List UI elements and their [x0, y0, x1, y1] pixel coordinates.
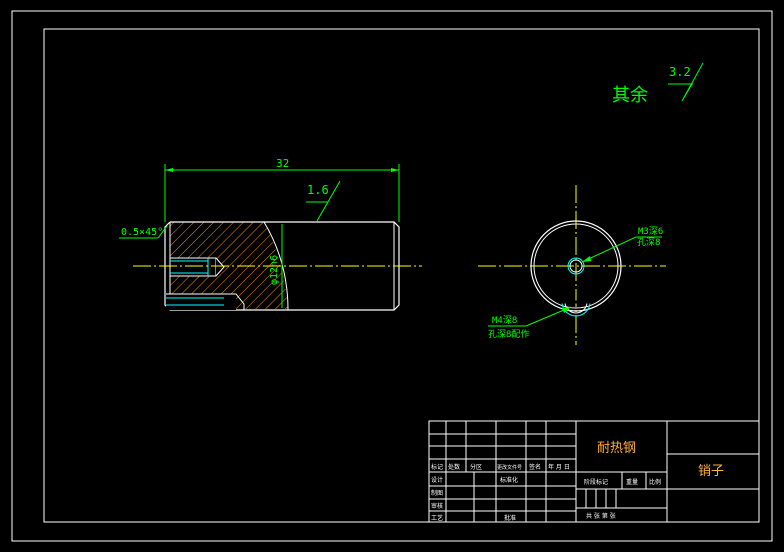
roughness-rest-value: 3.2: [669, 65, 691, 79]
outer-border: [11, 10, 773, 542]
hdr-gengai: 更改文件号: [497, 464, 522, 471]
hole-note-2-line1: M4深8: [492, 315, 517, 326]
hdr-date: 年 月 日: [548, 463, 570, 471]
scale-label: 比例: [649, 478, 661, 486]
drawing-frame: [43, 28, 760, 523]
hole-note-1-line2: 孔深8: [637, 237, 660, 248]
weight-label: 重量: [626, 478, 638, 486]
title-block-text: 耐热钢 销子 标记 处数 分区 更改文件号 签名 年 月 日 设计 标准化 制图…: [431, 441, 724, 522]
row-biaozhunhua: 标准化: [500, 476, 518, 484]
hole-note-1-line1: M3深6: [638, 226, 663, 237]
roughness-rest-label: 其余: [612, 85, 648, 106]
hdr-qianming: 签名: [529, 463, 541, 471]
row-sheji: 设计: [431, 476, 443, 484]
stage-label: 阶段标记: [584, 478, 608, 486]
hole-note-2-line2: 孔深8配作: [488, 328, 529, 340]
hdr-chushu: 处数: [448, 463, 460, 471]
hdr-biaoji: 标记: [431, 463, 443, 471]
pin-front-view: 32 1.6 0.5×45° φ12h6: [119, 157, 422, 311]
chamfer-note: 0.5×45°: [121, 227, 163, 238]
sheets-label: 共 张 第 张: [586, 512, 616, 520]
roughness-rest-symbol: 其余 3.2: [612, 62, 704, 106]
chamfer-leader: 0.5×45°: [119, 225, 168, 239]
part-name-text: 销子: [698, 464, 724, 479]
row-shenhe: 审核: [431, 502, 443, 510]
length-dim-text: 32: [276, 157, 289, 170]
diameter-note: φ12h6: [269, 255, 280, 285]
title-block: [428, 420, 760, 523]
pin-side-view: M3深6 孔深8 M4深8 孔深8配作: [478, 185, 666, 345]
outer-circle: [530, 220, 622, 312]
row-gongyi: 工艺: [431, 514, 443, 522]
row-pizhun: 批准: [504, 514, 516, 522]
roughness-local-symbol: 1.6: [306, 180, 341, 222]
edge-hole: [561, 301, 591, 317]
threaded-hole-m4: [166, 293, 245, 310]
hdr-fenqu: 分区: [470, 463, 482, 471]
roughness-local-value: 1.6: [307, 183, 329, 197]
center-hole: [567, 257, 585, 275]
row-zhitu: 制图: [431, 489, 443, 497]
material-text: 耐热钢: [597, 441, 636, 456]
threaded-hole-m3: [169, 257, 225, 277]
length-dimension: 32: [164, 157, 400, 222]
